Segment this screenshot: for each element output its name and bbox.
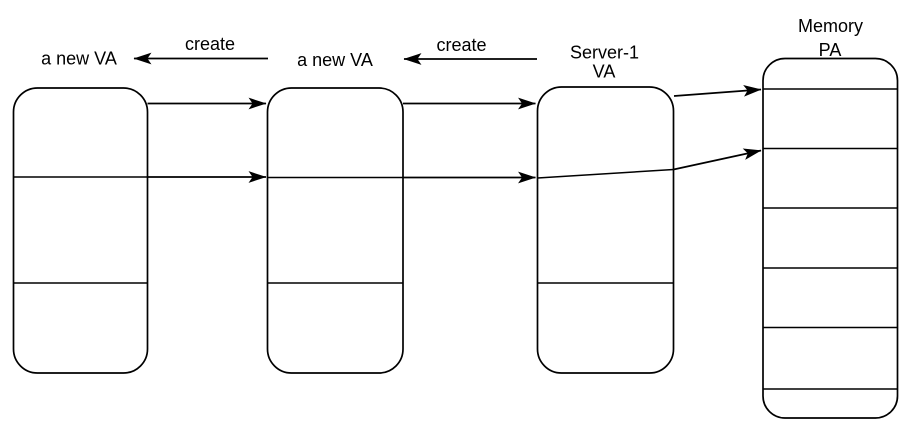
va-2-label: a new VA: [297, 50, 373, 70]
server-1-va-label: Server-1: [570, 43, 639, 63]
node-va-1: a new VA: [12, 49, 149, 374]
pa-arrow-server1-memcell2: [673, 148, 762, 171]
memory-pa-label: Memory: [798, 16, 863, 36]
pa-arrow-server1-memcell1: [673, 84, 762, 97]
node-server-1-va: Server-1 VA: [536, 43, 675, 374]
va-2-box: [266, 87, 404, 374]
va-1-box: [12, 87, 149, 374]
create-2-edge-label: create: [436, 35, 486, 55]
memory-pa-sublabel: PA: [819, 40, 842, 60]
va-1-label: a new VA: [41, 49, 117, 69]
edge-create-1: create: [133, 34, 268, 65]
server-1-va-cell-divider-1: [537, 168, 674, 179]
server-1-va-sublabel: VA: [593, 62, 616, 82]
create-1-edge-label: create: [185, 34, 235, 54]
node-va-2: a new VA: [266, 50, 404, 374]
node-memory-pa: Memory PA: [762, 16, 899, 419]
memory-pa-box: [762, 57, 899, 419]
server-1-va-box: [536, 86, 675, 374]
edge-create-2: create: [403, 35, 537, 65]
